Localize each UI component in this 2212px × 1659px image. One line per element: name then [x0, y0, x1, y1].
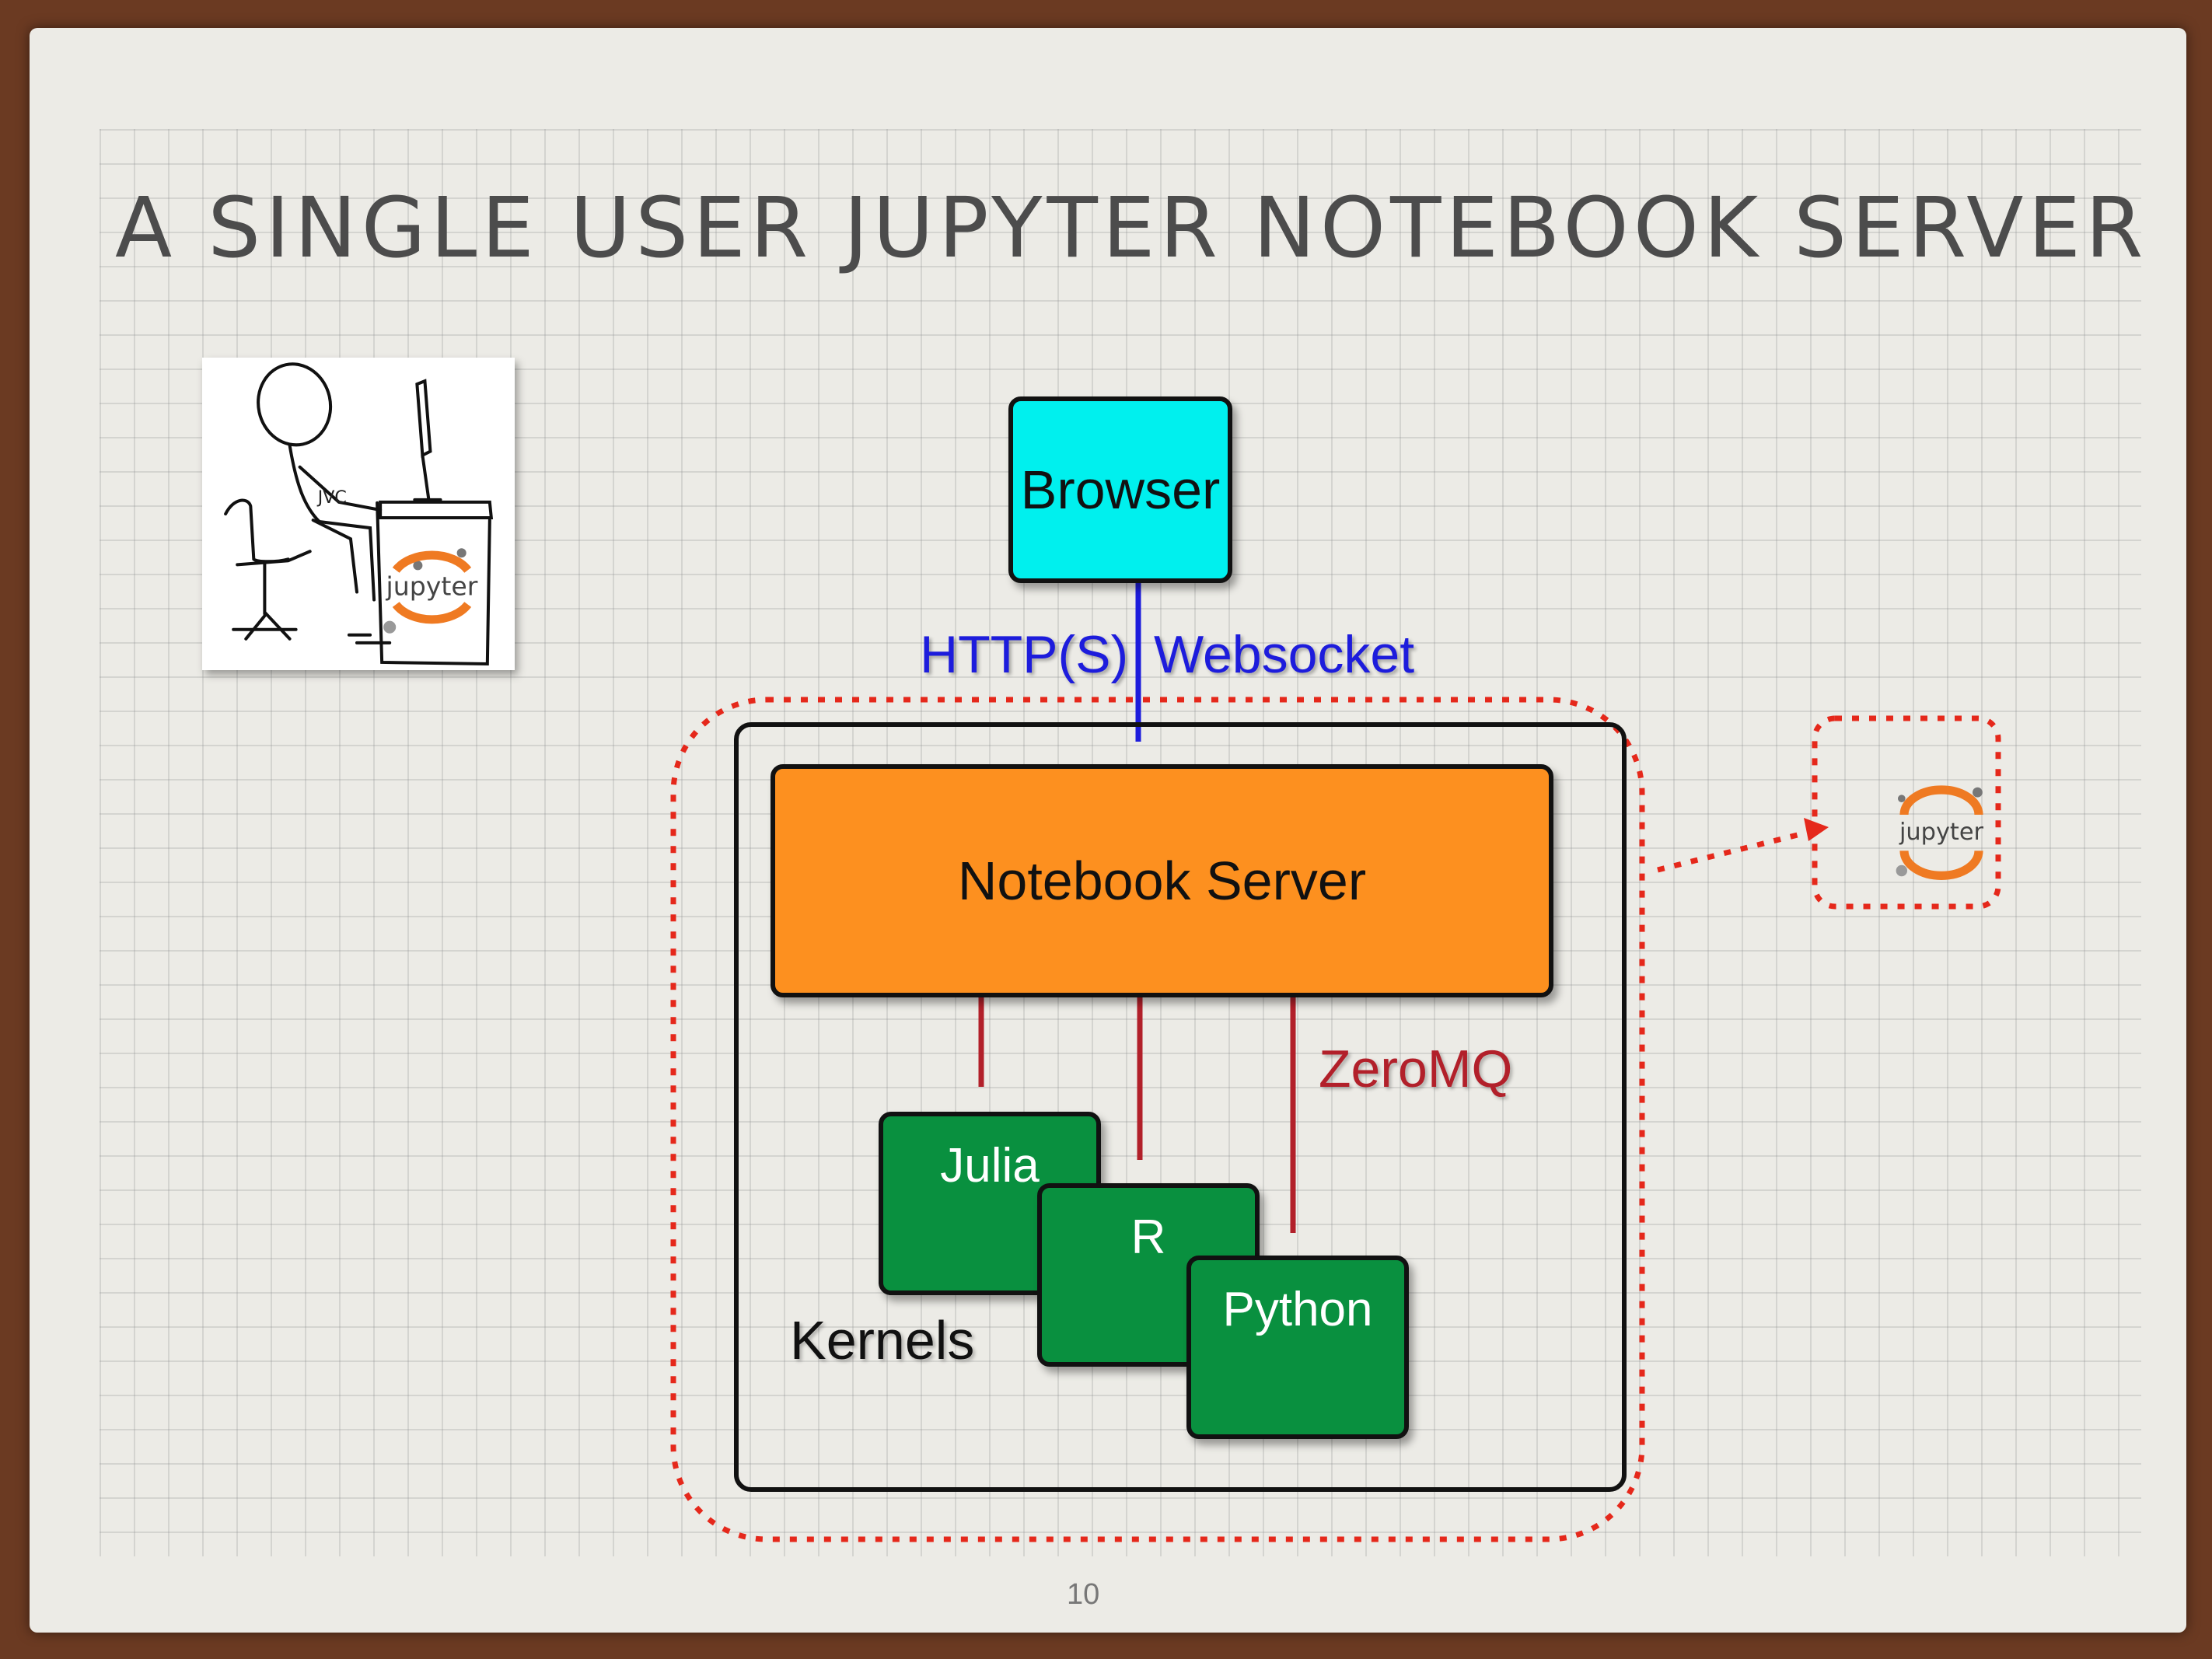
jupyter-logo-external: jupyter [1858, 740, 2025, 927]
slide-title: A SINGLE USER JUPYTER NOTEBOOK SERVER [115, 180, 2148, 277]
single-user-boundary [670, 697, 1645, 1542]
websocket-label: Websocket [1154, 625, 1415, 684]
external-logo-boundary [1812, 715, 2001, 910]
diagram-connectors [670, 552, 2001, 1542]
sketch-steam-text: JVC [316, 487, 347, 508]
slide: A SINGLE USER JUPYTER NOTEBOOK SERVER [30, 28, 2186, 1633]
kernels-label: Kernels [790, 1310, 975, 1371]
zeromq-label: ZeroMQ [1319, 1039, 1513, 1098]
user-at-computer-sketch: JVC jupyter [224, 362, 494, 665]
user-sketch-image: JVC jupyter [202, 358, 515, 670]
kernel-python: Python [1186, 1256, 1409, 1439]
http-label: HTTP(S) [920, 625, 1129, 684]
dotted-arrow-line [1657, 827, 1817, 873]
page-number: 10 [1067, 1578, 1100, 1611]
external-logo-text: jupyter [1899, 819, 1984, 846]
browser-box: Browser [1008, 396, 1232, 583]
arrowhead [1804, 818, 1829, 841]
jupyter-logo-icon: jupyter [1896, 785, 1984, 880]
server-container [734, 722, 1627, 1492]
notebook-server-box: Notebook Server [771, 764, 1553, 997]
jupyter-logo-text: jupyter [386, 571, 478, 602]
